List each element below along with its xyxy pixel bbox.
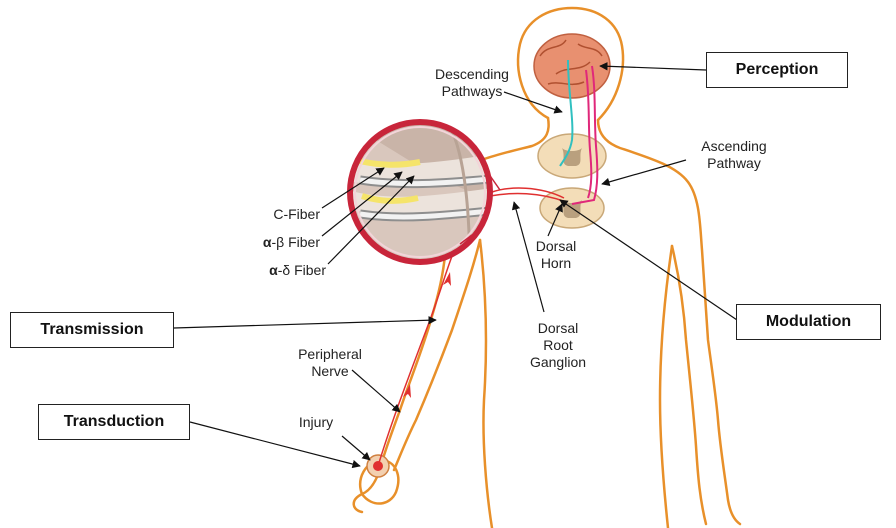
magnifier-inset (340, 112, 510, 282)
descending-pathways-label: Descending Pathways (424, 66, 520, 100)
left-arm-inner (394, 240, 480, 470)
leader-injury (342, 436, 370, 460)
transduction-box: Transduction (38, 404, 190, 440)
dorsal-root-ganglion-label: Dorsal Root Ganglion (520, 320, 596, 371)
alpha-delta-fiber-label: α-δ Fiber (232, 262, 326, 279)
alpha-beta-fiber-label: α-β Fiber (226, 234, 320, 251)
perception-label: Perception (736, 61, 819, 79)
leader-modulation (560, 200, 740, 322)
modulation-label: Modulation (766, 313, 851, 331)
left-torso (480, 240, 492, 528)
transduction-label: Transduction (64, 413, 164, 431)
modulation-box: Modulation (736, 304, 881, 340)
transmission-box: Transmission (10, 312, 174, 348)
ascending-pathway-label: Ascending Pathway (686, 138, 782, 172)
brain (534, 34, 610, 98)
c-fiber-label: C-Fiber (236, 206, 320, 223)
transmission-label: Transmission (40, 321, 143, 339)
leader-perception (600, 66, 706, 70)
injury-label: Injury (288, 414, 344, 431)
dorsal-horn-label: Dorsal Horn (526, 238, 586, 272)
perception-box: Perception (706, 52, 848, 88)
leader-ascending (602, 160, 686, 184)
right-torso (660, 246, 672, 528)
peripheral-nerve-label: Peripheral Nerve (290, 346, 370, 380)
right-side-outline (598, 120, 740, 524)
leader-transmission (174, 320, 436, 328)
